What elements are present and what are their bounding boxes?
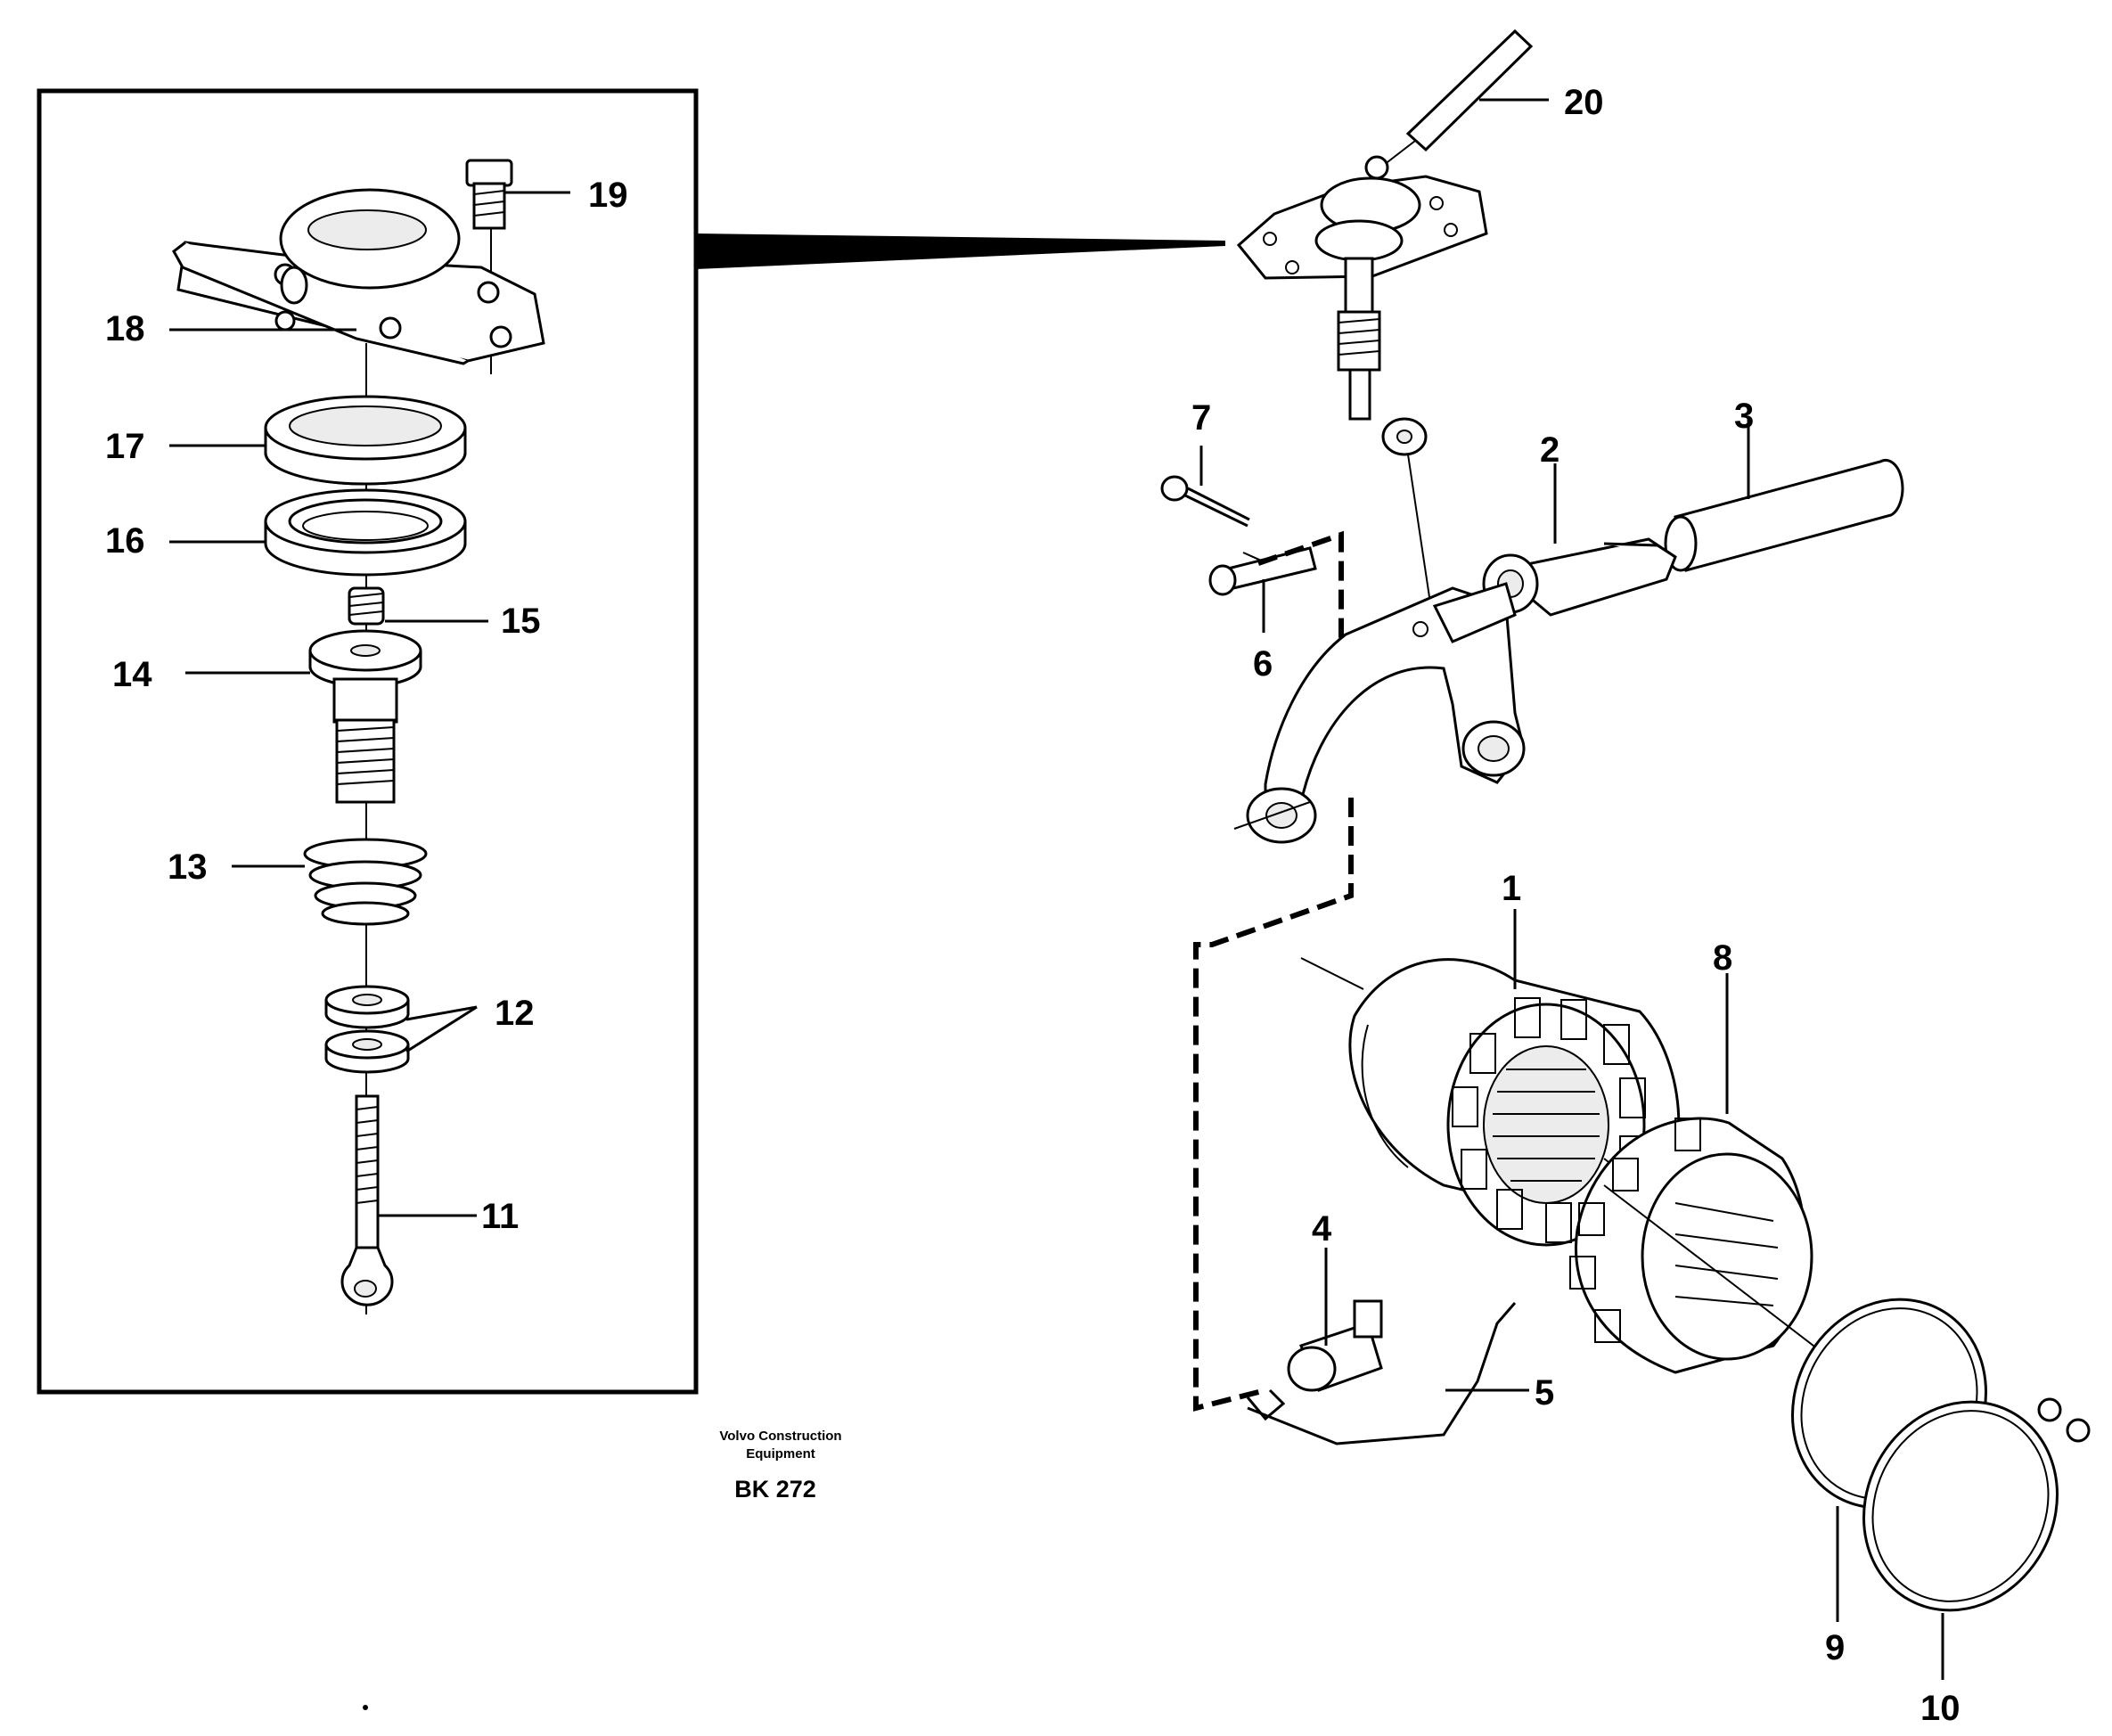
nut-12-upper bbox=[324, 985, 410, 1029]
set-screw-15 bbox=[348, 586, 385, 626]
caption: Volvo Construction Equipment BK 272 bbox=[719, 1429, 841, 1503]
callout-14: 14 bbox=[112, 655, 152, 694]
callout-4: 4 bbox=[1312, 1209, 1332, 1249]
spring-wire-5 bbox=[1246, 1302, 1529, 1445]
callout-18: 18 bbox=[105, 309, 145, 348]
seal-cap-17 bbox=[264, 395, 467, 486]
inset-frame bbox=[37, 88, 699, 1395]
callout-15: 15 bbox=[501, 602, 541, 641]
callout-12: 12 bbox=[495, 994, 535, 1033]
threaded-rod-11 bbox=[340, 1094, 394, 1306]
callout-7: 7 bbox=[1191, 398, 1211, 438]
caption-code: BK 272 bbox=[734, 1476, 816, 1503]
callout-11: 11 bbox=[481, 1197, 519, 1236]
callout-10: 10 bbox=[1920, 1689, 1961, 1728]
bolt-19 bbox=[465, 159, 513, 230]
detail-inset: 19 18 17 16 15 14 13 12 11 bbox=[37, 88, 1225, 1395]
caption-company-line2: Equipment bbox=[746, 1446, 815, 1462]
callout-3: 3 bbox=[1734, 397, 1754, 436]
cover-plate-18 bbox=[172, 188, 545, 365]
cable-20 bbox=[1371, 29, 1549, 175]
spring-13 bbox=[303, 838, 428, 926]
sliding-sleeve-1 bbox=[1300, 909, 1681, 1247]
coupling-8 bbox=[1569, 973, 1813, 1374]
split-pin-7 bbox=[1160, 446, 1250, 528]
shaft-pin-3 bbox=[1664, 417, 1904, 572]
callout-19: 19 bbox=[588, 176, 628, 215]
detent-4 bbox=[1287, 1248, 1383, 1392]
stem-14 bbox=[308, 629, 422, 804]
callout-1: 1 bbox=[1502, 869, 1521, 908]
caption-company: Volvo Construction bbox=[719, 1429, 841, 1444]
callout-9: 9 bbox=[1825, 1628, 1845, 1667]
inset-leader-lines bbox=[169, 191, 570, 1217]
lever-2 bbox=[1482, 463, 1677, 617]
inset-pointer bbox=[696, 233, 1225, 269]
circlip-10 bbox=[1862, 1397, 2091, 1680]
callout-13: 13 bbox=[168, 848, 208, 887]
callout-20: 20 bbox=[1564, 83, 1604, 122]
callout-16: 16 bbox=[105, 521, 145, 561]
cover-housing bbox=[1236, 155, 1488, 634]
callout-6: 6 bbox=[1253, 644, 1273, 684]
speck bbox=[363, 1705, 368, 1710]
shift-fork bbox=[1233, 552, 1526, 844]
callout-5: 5 bbox=[1535, 1373, 1554, 1413]
callout-8: 8 bbox=[1713, 938, 1732, 978]
nut-12-lower bbox=[324, 1029, 410, 1074]
callout-17: 17 bbox=[105, 427, 145, 466]
main-assembly: 20 7 2 3 6 1 8 4 5 9 10 bbox=[1160, 29, 2091, 1728]
clevis-pin-6 bbox=[1208, 546, 1317, 633]
callout-2: 2 bbox=[1540, 430, 1559, 470]
assembly-guide-dashed bbox=[1193, 530, 1354, 1412]
seal-ring-16 bbox=[264, 488, 467, 577]
